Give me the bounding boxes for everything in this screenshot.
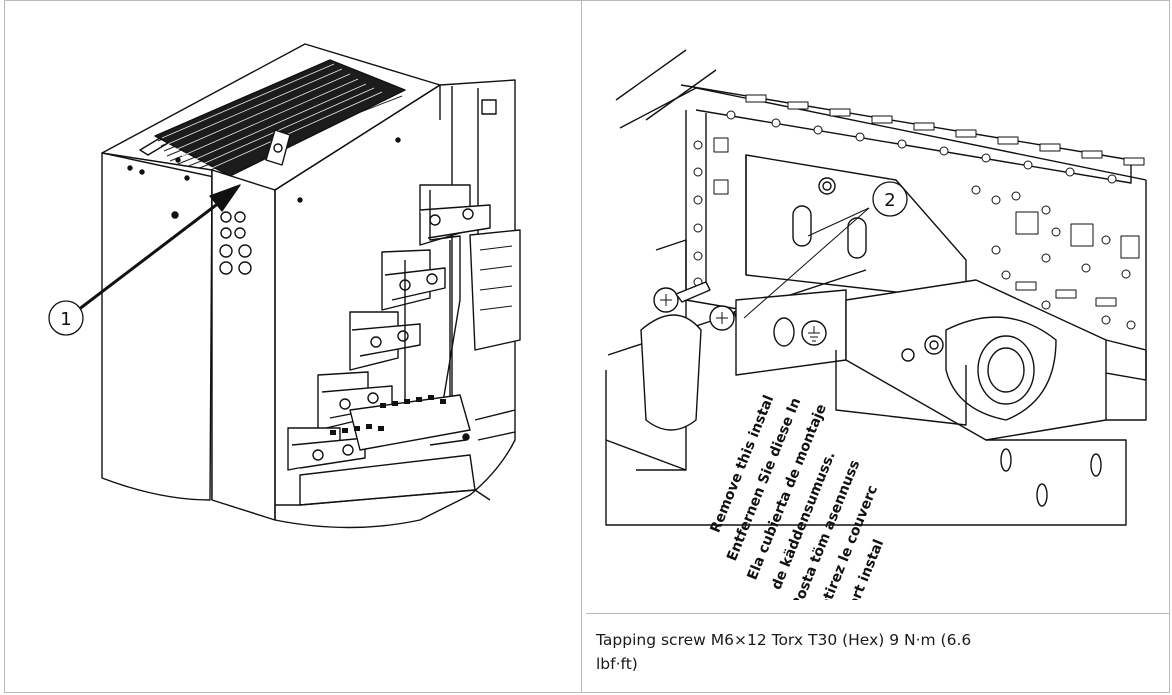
callout-2-label: 2 xyxy=(884,190,895,211)
tightening-torque-caption: Tapping screw M6×12 Torx T30 (Hex) 9 N·m… xyxy=(596,631,972,673)
column-divider xyxy=(581,0,582,693)
left-figure-drive-module: 1 xyxy=(0,0,580,600)
row-divider xyxy=(586,613,1170,614)
callout-1-label: 1 xyxy=(60,309,71,330)
figure-table xyxy=(4,0,1170,693)
right-figure-screw-detail: Remove this instal Entfernen Sie diese I… xyxy=(586,0,1170,600)
